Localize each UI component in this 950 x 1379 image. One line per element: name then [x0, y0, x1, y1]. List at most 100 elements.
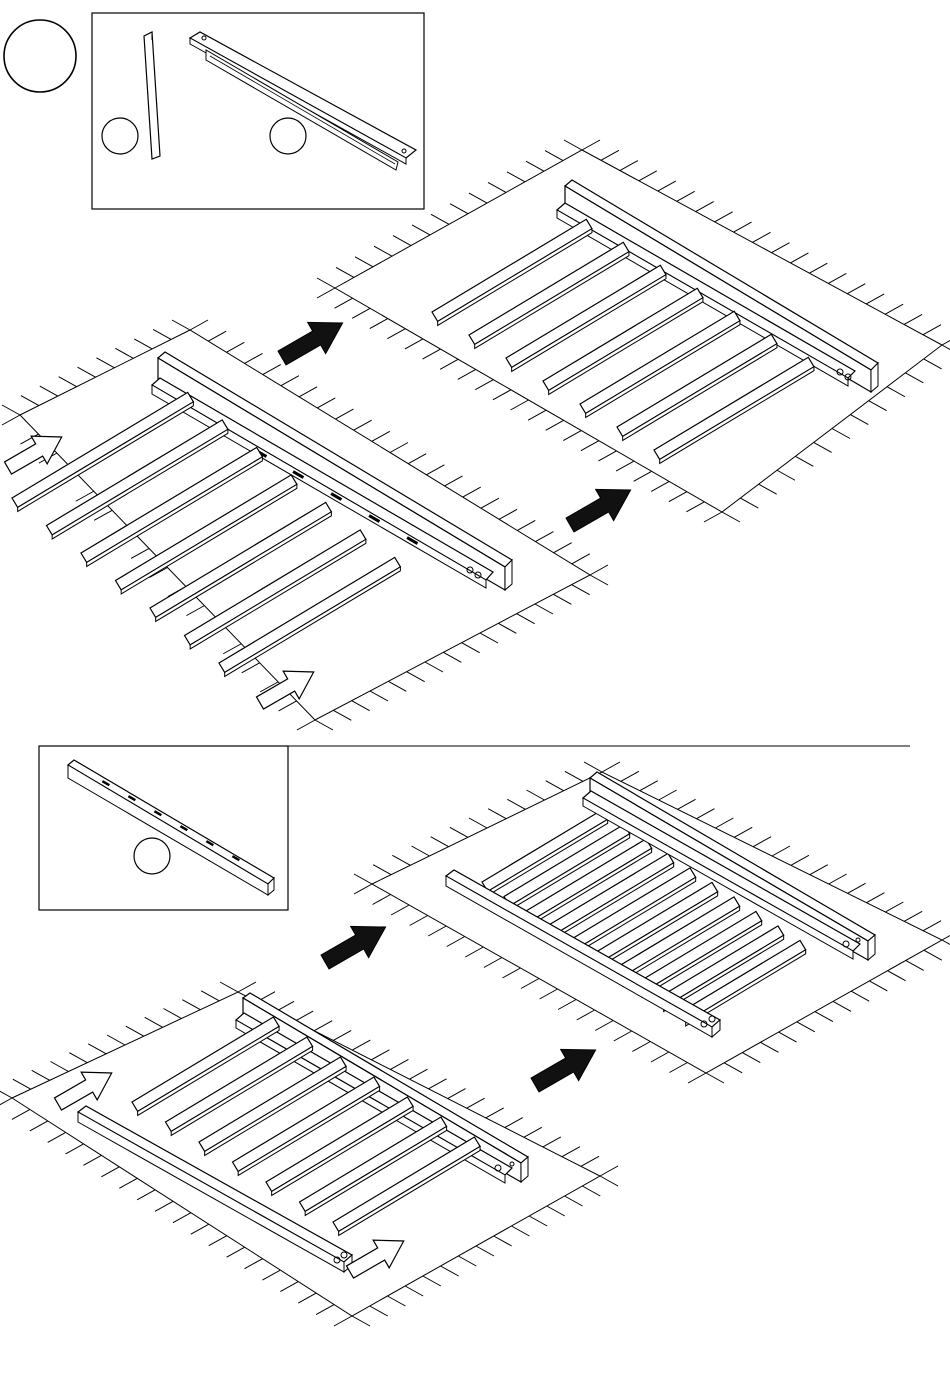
hatch-tick: [441, 1266, 459, 1276]
hatch-tick: [445, 476, 463, 486]
hatch-tick: [96, 358, 114, 368]
hatch-tick: [462, 643, 480, 653]
hatch-tick: [584, 762, 602, 772]
hatch-tick: [355, 257, 373, 267]
hatch-tick: [450, 204, 468, 214]
hatch-tick: [297, 720, 315, 730]
hatch-tick: [942, 940, 950, 950]
hatch-tick: [481, 498, 499, 508]
hatch-tick: [696, 202, 714, 212]
hatch-tick: [535, 532, 553, 542]
hatch-tick: [942, 345, 950, 355]
hatch-tick: [529, 1216, 547, 1226]
hatch-tick: [677, 191, 695, 201]
hatch-tick: [298, 1293, 316, 1303]
hatch-tick: [923, 921, 941, 931]
hatch-tick: [335, 298, 353, 308]
hatch-tick: [600, 1176, 618, 1186]
hatch-tick: [595, 1021, 613, 1031]
hatch-tick: [771, 243, 789, 253]
hatch-tick: [317, 398, 335, 408]
step-top: [0, 13, 950, 730]
hatch-tick: [426, 465, 444, 475]
hatch-tick: [790, 253, 808, 263]
hatch-tick: [558, 1000, 576, 1010]
hatch-tick: [475, 380, 493, 390]
hatch-tick: [507, 799, 525, 809]
step-number-badge: [4, 20, 76, 92]
hatch-tick: [317, 288, 335, 298]
hatch-tick: [465, 947, 483, 957]
hatch-tick: [333, 710, 351, 720]
hatch-tick: [21, 396, 39, 406]
hatch-tick: [772, 846, 790, 856]
hatch-tick: [2, 405, 20, 415]
hatch-tick: [829, 874, 847, 884]
hatch-tick: [521, 979, 539, 989]
hatch-tick: [372, 431, 390, 441]
hatch-tick: [316, 1305, 334, 1315]
hatch-tick: [334, 1316, 352, 1326]
hatch-tick: [753, 837, 771, 847]
hatch-tick: [374, 246, 392, 256]
hatch-tick: [777, 470, 795, 480]
hatch-tick: [153, 329, 171, 339]
hatch-tick: [32, 1070, 50, 1080]
hatch-tick: [598, 451, 616, 461]
hatch-tick: [423, 349, 441, 359]
hatch-tick: [393, 236, 411, 246]
hatch-tick: [352, 1316, 370, 1326]
hatch-tick: [155, 1201, 173, 1211]
hatch-tick: [734, 827, 752, 837]
hatch-tick: [759, 484, 777, 494]
hatch-tick: [480, 633, 498, 643]
hatch-tick: [688, 1073, 706, 1083]
hatch-tick: [164, 1009, 182, 1019]
hatch-tick: [616, 461, 634, 471]
hatch-tick: [388, 681, 406, 691]
hatch-tick: [12, 1109, 30, 1119]
hatch-tick: [528, 410, 546, 420]
hatch-tick: [669, 1063, 687, 1073]
hatch-tick: [832, 429, 850, 439]
hatch-tick: [572, 554, 590, 564]
hatch-tick: [371, 1050, 389, 1060]
hatch-tick: [866, 294, 884, 304]
hatch-tick: [511, 1226, 529, 1236]
hatch-tick: [190, 320, 208, 330]
hatch-tick: [634, 471, 652, 481]
hatch-tick: [182, 1000, 200, 1010]
hatch-tick: [658, 181, 676, 191]
hatch-tick: [78, 367, 96, 377]
hatch-tick: [333, 1030, 351, 1040]
hatch-tick: [407, 672, 425, 682]
hatch-tick: [392, 855, 410, 865]
hatch-tick: [565, 1196, 583, 1206]
hatch-tick: [352, 1040, 370, 1050]
hatch-tick: [847, 284, 865, 294]
hatch-tick: [602, 762, 620, 772]
hatch-tick: [722, 512, 740, 522]
hatch-tick: [651, 481, 669, 491]
hatch-tick: [390, 443, 408, 453]
hatch-tick: [499, 509, 517, 519]
hatch-tick: [335, 409, 353, 419]
hatch-tick: [191, 1224, 209, 1234]
hatch-tick: [447, 937, 465, 947]
hatch-tick: [295, 1011, 313, 1021]
hatch-tick: [546, 420, 564, 430]
hatch-tick: [431, 214, 449, 224]
parts-inset-frame: [92, 13, 424, 209]
hatch-tick: [431, 837, 449, 847]
hatch-tick: [66, 1144, 84, 1154]
hatch-tick: [760, 1042, 778, 1052]
hatch-tick: [526, 161, 544, 171]
hatch-tick: [352, 701, 370, 711]
parts-inset-bottom: [39, 746, 288, 910]
hatch-tick: [906, 960, 924, 970]
hatch-tick: [742, 1053, 760, 1063]
hatch-tick: [354, 884, 372, 894]
hatch-tick: [753, 232, 771, 242]
hatch-tick: [245, 1259, 263, 1269]
